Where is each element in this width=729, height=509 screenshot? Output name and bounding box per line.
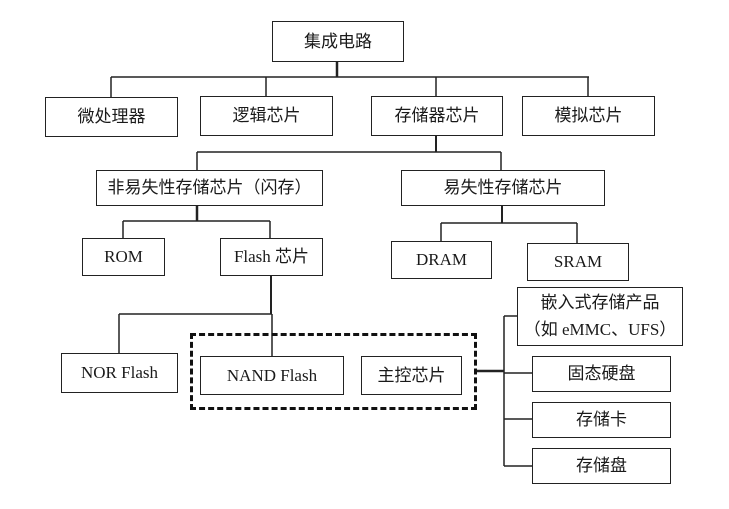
node-sram[interactable]: SRAM [527,243,629,281]
node-label: NOR Flash [81,363,158,383]
node-label: 存储器芯片 [394,106,480,126]
node-label: ROM [104,247,143,267]
node-label: 非易失性存储芯片（闪存） [107,178,312,198]
node-ssd[interactable]: 固态硬盘 [532,356,671,392]
node-nonvolatile-memory[interactable]: 非易失性存储芯片（闪存） [96,170,323,206]
node-integrated-circuit[interactable]: 集成电路 [272,21,404,62]
node-analog-chip[interactable]: 模拟芯片 [522,96,655,136]
node-label: 逻辑芯片 [232,106,301,126]
node-label: Flash 芯片 [233,247,310,267]
node-dram[interactable]: DRAM [391,241,492,279]
node-label: 模拟芯片 [554,106,623,126]
node-memory-chip[interactable]: 存储器芯片 [371,96,503,136]
node-label: 存储盘 [576,456,627,476]
node-nand-flash[interactable]: NAND Flash [200,356,344,395]
node-memory-card[interactable]: 存储卡 [532,402,671,438]
node-usb-drive[interactable]: 存储盘 [532,448,671,484]
node-flash-chip[interactable]: Flash 芯片 [220,238,323,276]
node-nor-flash[interactable]: NOR Flash [61,353,178,393]
node-label-line2: （如 eMMC、UFS） [523,319,677,339]
node-label-line1: 嵌入式存储产品 [540,293,660,313]
node-rom[interactable]: ROM [82,238,165,276]
node-label: NAND Flash [226,365,318,385]
node-label: 主控芯片 [377,365,446,385]
node-label: SRAM [553,252,603,272]
nand-controller-group [190,333,477,410]
node-label: 易失性存储芯片 [443,178,563,198]
node-label: DRAM [415,250,467,270]
node-microprocessor[interactable]: 微处理器 [45,97,178,137]
node-label: 固态硬盘 [567,364,636,384]
node-logic-chip[interactable]: 逻辑芯片 [200,96,333,136]
node-label: 微处理器 [77,107,146,127]
node-volatile-memory[interactable]: 易失性存储芯片 [401,170,605,206]
node-embedded-storage[interactable]: 嵌入式存储产品 （如 eMMC、UFS） [517,287,683,346]
node-label: 存储卡 [576,410,627,430]
node-label: 集成电路 [304,31,372,51]
node-controller-chip[interactable]: 主控芯片 [361,356,462,395]
